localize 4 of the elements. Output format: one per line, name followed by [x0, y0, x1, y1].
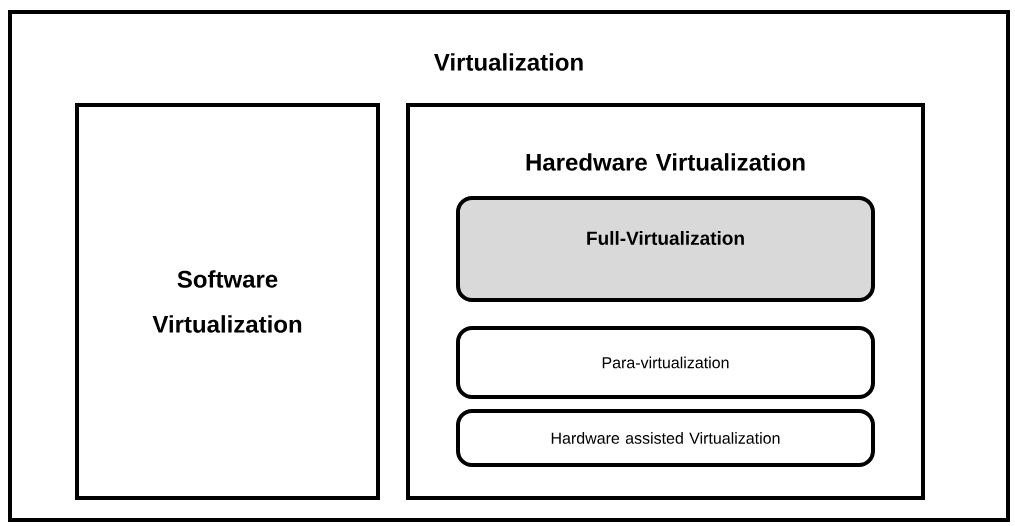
process-box: Para-virtualization: [456, 326, 875, 399]
process-box: Hardware assisted Virtualization: [456, 409, 875, 467]
process-box: Full-Virtualization: [456, 196, 875, 302]
category-box: Software Virtualization: [75, 103, 380, 500]
